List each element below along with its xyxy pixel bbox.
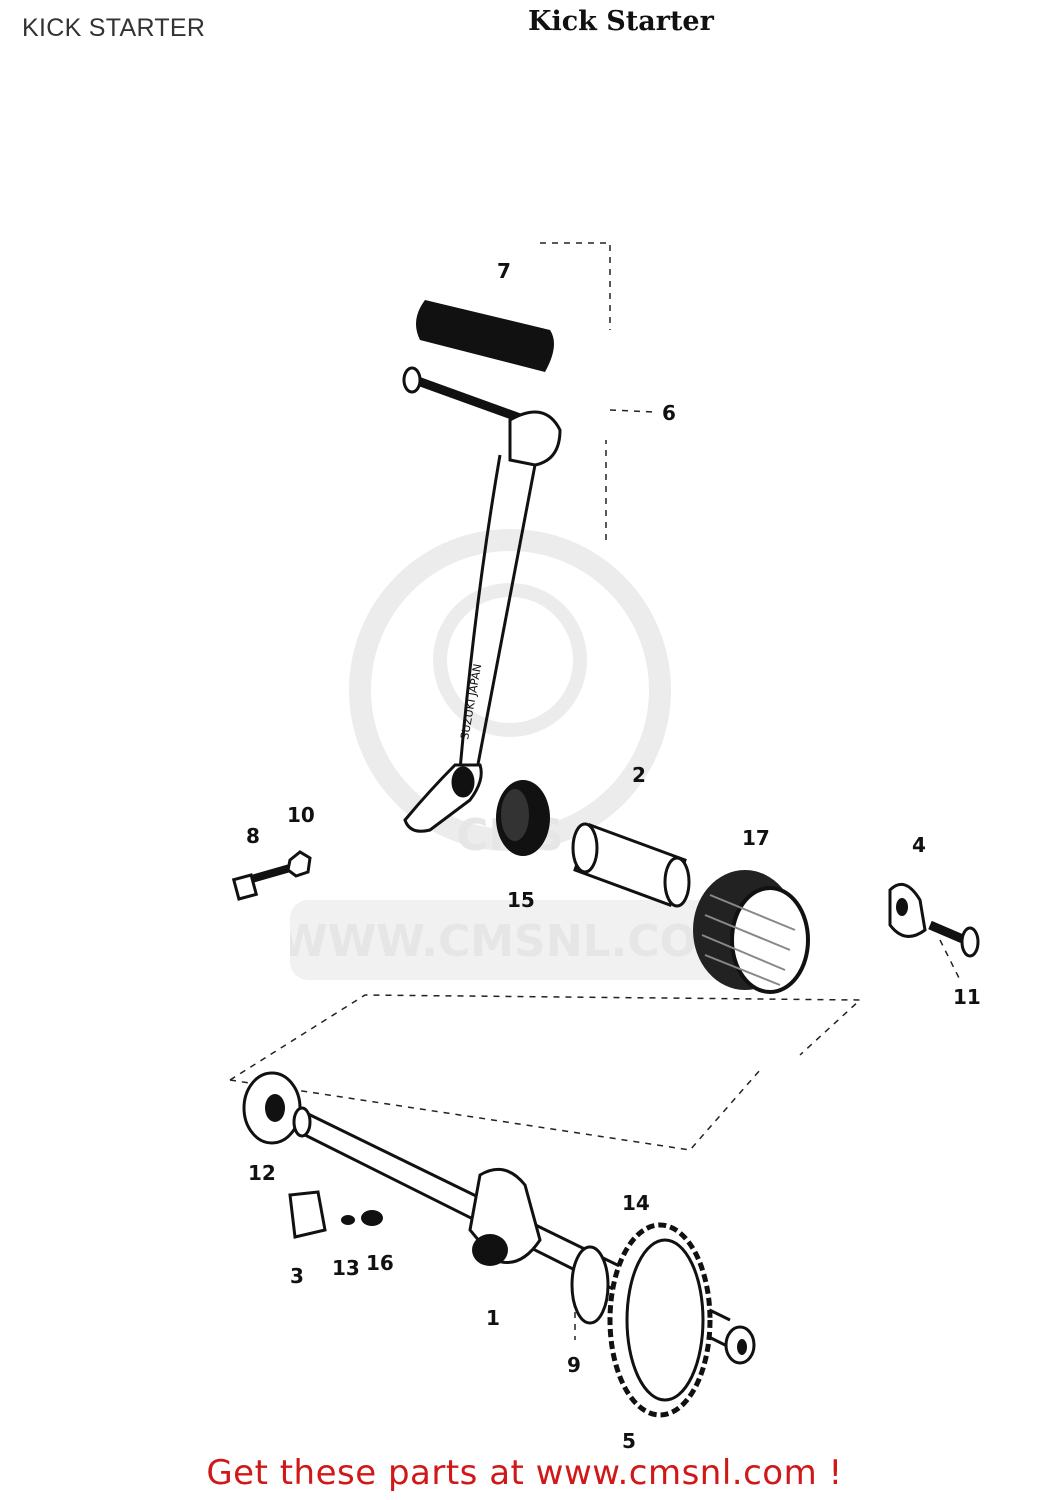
leader-lines [229,242,961,1340]
leader-6 [609,409,656,413]
return-spring [693,870,810,994]
callout-2: 2 [632,763,646,787]
callout-12: 12 [248,1161,276,1185]
watermark-url: WWW.CMSNL.COM [290,916,730,967]
callout-16: 16 [366,1251,394,1275]
clamp-bolt [231,864,292,901]
oil-seal [496,780,550,856]
kick-starter-gear [607,1222,756,1418]
callout-10: 10 [287,803,315,827]
diagram-title: Kick Starter [528,6,714,37]
pawl-spring [341,1215,355,1225]
kick-pawl [468,1167,542,1266]
kick-rubber-grip [416,300,554,372]
arm-marking: SUZUKI JAPAN [458,663,484,741]
callout-13: 13 [332,1256,360,1280]
pawl-stopper [288,1190,327,1239]
page-label: KICK STARTER [22,14,206,42]
callout-6: 6 [662,401,676,425]
callout-9: 9 [567,1353,581,1377]
pawl-pin [361,1210,383,1226]
callout-7: 7 [497,259,511,283]
get-parts-link[interactable]: Get these parts at www.cmsnl.com ! [206,1453,843,1493]
callout-17: 17 [742,826,770,850]
spring-guide-plate [888,882,927,938]
callout-8: 8 [246,824,260,848]
leader-7 [540,242,611,330]
callout-15: 15 [507,888,535,912]
callout-5: 5 [622,1429,636,1453]
callout-1: 1 [486,1306,500,1330]
callout-14: 14 [622,1191,650,1215]
callout-4: 4 [912,833,926,857]
leader-shaft-top [229,994,862,1081]
spacer-tube [571,822,691,908]
clamp-nut [286,850,312,878]
leader-11 [939,939,961,981]
callout-labels: 7 6 8 10 2 17 4 15 11 12 14 3 13 16 1 9 … [246,259,981,1453]
watermark-banner [290,900,730,980]
callout-3: 3 [290,1264,304,1288]
shaft-spacer-washer [570,1245,610,1325]
shaft-washer [242,1071,302,1145]
callout-11: 11 [953,985,981,1009]
kick-lever-arm [402,366,562,833]
guide-screw [928,920,980,958]
